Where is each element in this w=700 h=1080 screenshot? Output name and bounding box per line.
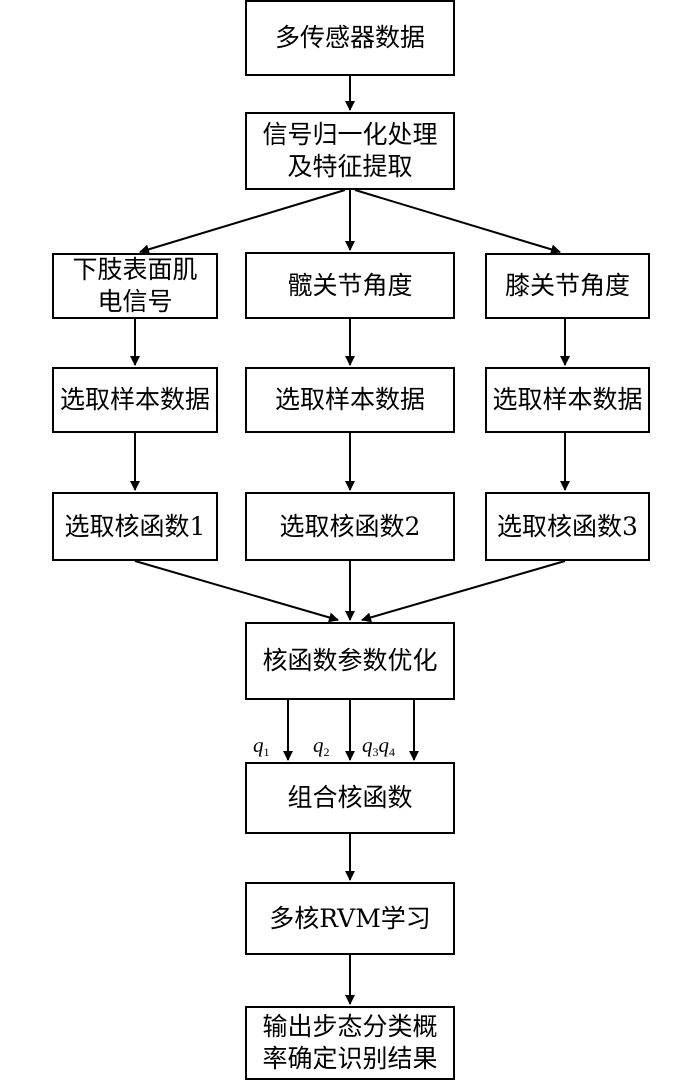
arrow-kernel3-to-optimize [361, 560, 566, 623]
node-sample-data-1: 选取样本数据 [52, 367, 218, 433]
node-text-line: 多传感器数据 [274, 23, 425, 52]
node-text-line: 选取核函数1 [64, 511, 206, 541]
node-text-line: 及特征提取 [287, 152, 413, 181]
arrow-normalize-to-emg [139, 189, 346, 255]
node-sensor-data: 多传感器数据 [245, 0, 455, 76]
node-kernel-3: 选取核函数3 [485, 492, 650, 561]
node-text-line: 电信号 [97, 287, 173, 316]
node-text-line: 下肢表面肌 [72, 255, 198, 284]
node-text-line: 率确定识别结果 [262, 1044, 438, 1073]
node-knee-angle: 膝关节角度 [485, 253, 650, 319]
arrow-normalize-to-knee [354, 189, 561, 255]
node-sample-data-3: 选取样本数据 [485, 367, 650, 433]
node-text-line: 髋关节角度 [287, 270, 413, 300]
node-kernel-2: 选取核函数2 [245, 492, 455, 561]
node-emg-signal: 下肢表面肌电信号 [52, 253, 218, 319]
node-text-line: 核函数参数优化 [262, 646, 438, 675]
arrow-kernel1-to-optimize [134, 560, 339, 623]
node-multi-kernel-rvm: 多核RVM学习 [245, 882, 455, 955]
node-sample-data-2: 选取样本数据 [245, 367, 455, 433]
weight-label-q3-q4: q3q4 [362, 733, 395, 759]
node-normalize-feature-extraction: 信号归一化处理及特征提取 [245, 112, 455, 190]
node-text-line: 选取核函数3 [497, 511, 638, 541]
node-text-line: 多核RVM学习 [269, 903, 431, 933]
node-text-line: 信号归一化处理 [262, 120, 438, 149]
node-kernel-1: 选取核函数1 [52, 492, 218, 561]
node-text-line: 选取样本数据 [59, 385, 210, 414]
node-text-line: 输出步态分类概 [262, 1012, 438, 1041]
weight-label-q2: q2 [313, 733, 330, 759]
node-text-line: 选取核函数2 [279, 511, 421, 541]
node-kernel-parameter-optimization: 核函数参数优化 [245, 622, 455, 700]
node-text-line: 选取样本数据 [492, 385, 643, 414]
node-text-line: 组合核函数 [287, 783, 413, 812]
node-hip-angle: 髋关节角度 [245, 252, 455, 319]
node-combined-kernel: 组合核函数 [245, 762, 455, 834]
node-output-result: 输出步态分类概率确定识别结果 [245, 1006, 455, 1080]
weight-label-q1: q1 [253, 733, 270, 759]
node-text-line: 膝关节角度 [504, 271, 630, 300]
node-text-line: 选取样本数据 [274, 385, 425, 414]
